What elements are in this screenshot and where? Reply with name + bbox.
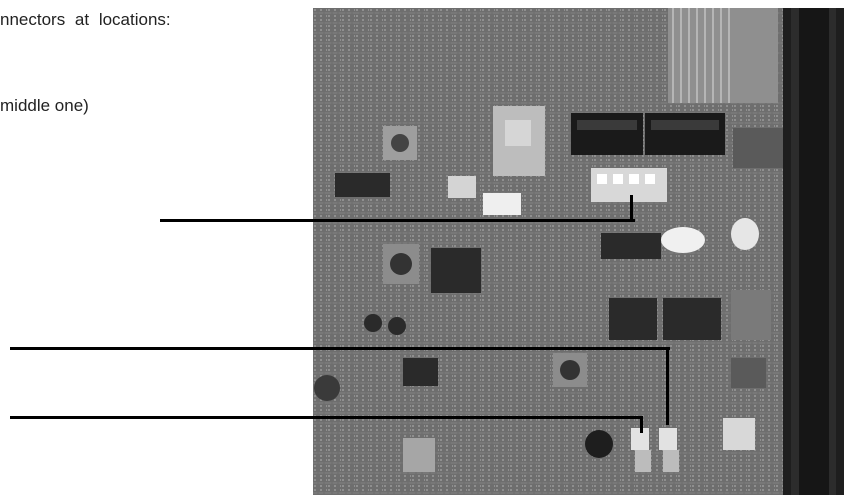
leader-line-middle bbox=[10, 347, 670, 350]
leader-line-top bbox=[160, 219, 635, 222]
leader-line-middle-drop bbox=[666, 347, 669, 425]
body-text-line-2: middle one) bbox=[0, 96, 89, 115]
circuit-board-photo bbox=[313, 8, 844, 495]
leader-line-bottom-drop bbox=[640, 416, 643, 433]
leader-line-bottom bbox=[10, 416, 643, 419]
body-text-line-1: nnectors at locations: bbox=[0, 10, 171, 29]
leader-line-top-drop bbox=[630, 195, 633, 222]
